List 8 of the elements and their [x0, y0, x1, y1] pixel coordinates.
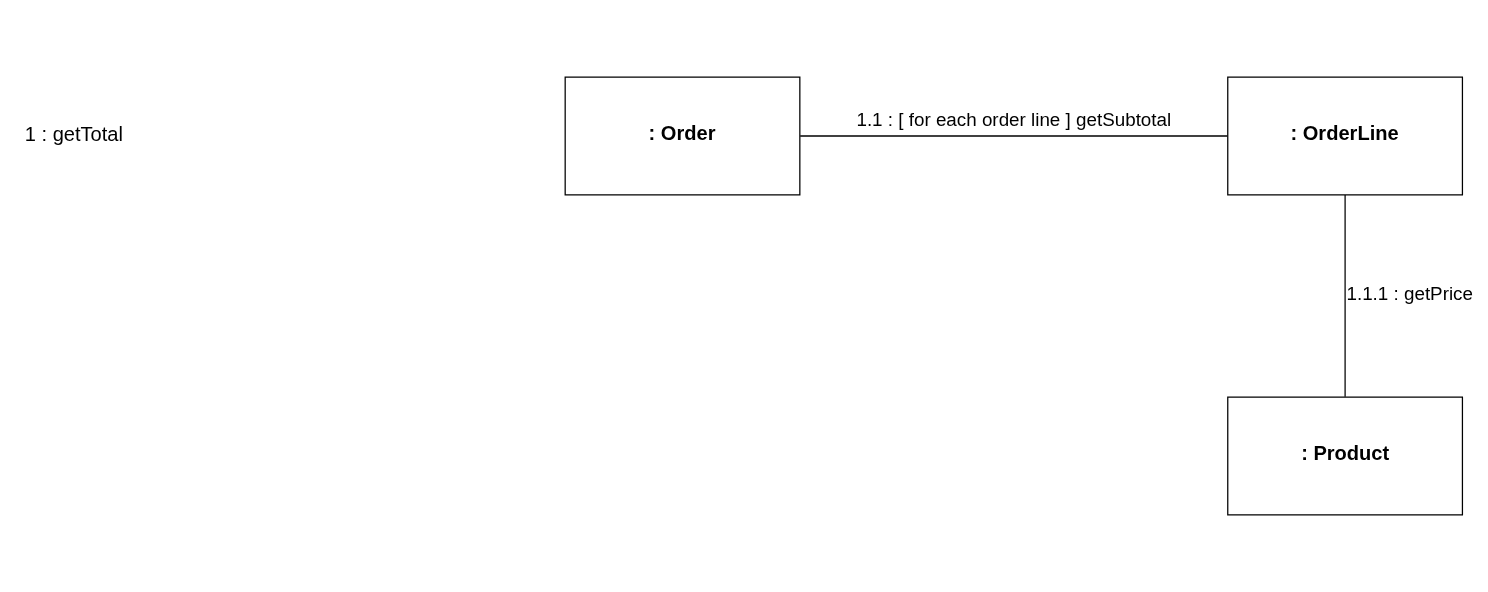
- connector: [799, 135, 1228, 137]
- node-box: : Product: [1227, 396, 1464, 516]
- connector: [1344, 194, 1346, 398]
- label: 1 : getTotal: [24, 122, 123, 145]
- edge-label: 1.1 : [ for each order line ] getSubtotal: [856, 108, 1172, 130]
- node-box: : Order: [564, 76, 801, 196]
- edge-label: 1.1.1 : getPrice: [1346, 283, 1473, 305]
- node-box: : OrderLine: [1227, 76, 1464, 196]
